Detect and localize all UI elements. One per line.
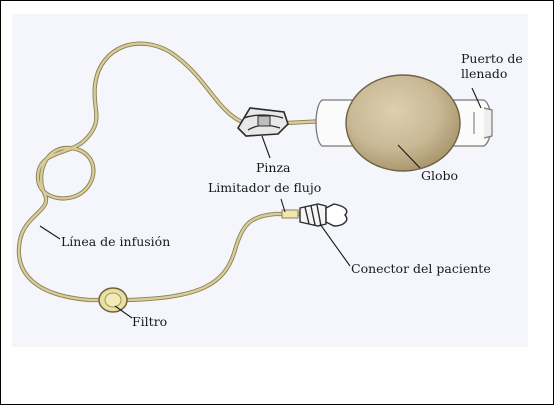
label-patient-connector: Conector del paciente <box>351 261 491 276</box>
label-filter: Filtro <box>132 314 167 329</box>
label-fill-port-line2: llenado <box>461 66 507 81</box>
label-fill-port-line1: Puerto de <box>461 51 523 66</box>
filter-icon <box>98 287 128 313</box>
globe-icon <box>315 74 493 172</box>
label-clamp: Pinza <box>256 160 291 175</box>
flow-limiter-icon <box>281 209 299 219</box>
label-flow-limiter: Limitador de flujo <box>208 180 321 195</box>
label-infusion-line: Línea de infusión <box>61 234 170 249</box>
label-globe: Globo <box>421 168 458 183</box>
leader-lines <box>39 87 482 319</box>
clamp-icon <box>236 107 289 137</box>
patient-connector-icon <box>299 203 348 227</box>
infusion-line-tube <box>16 41 329 303</box>
